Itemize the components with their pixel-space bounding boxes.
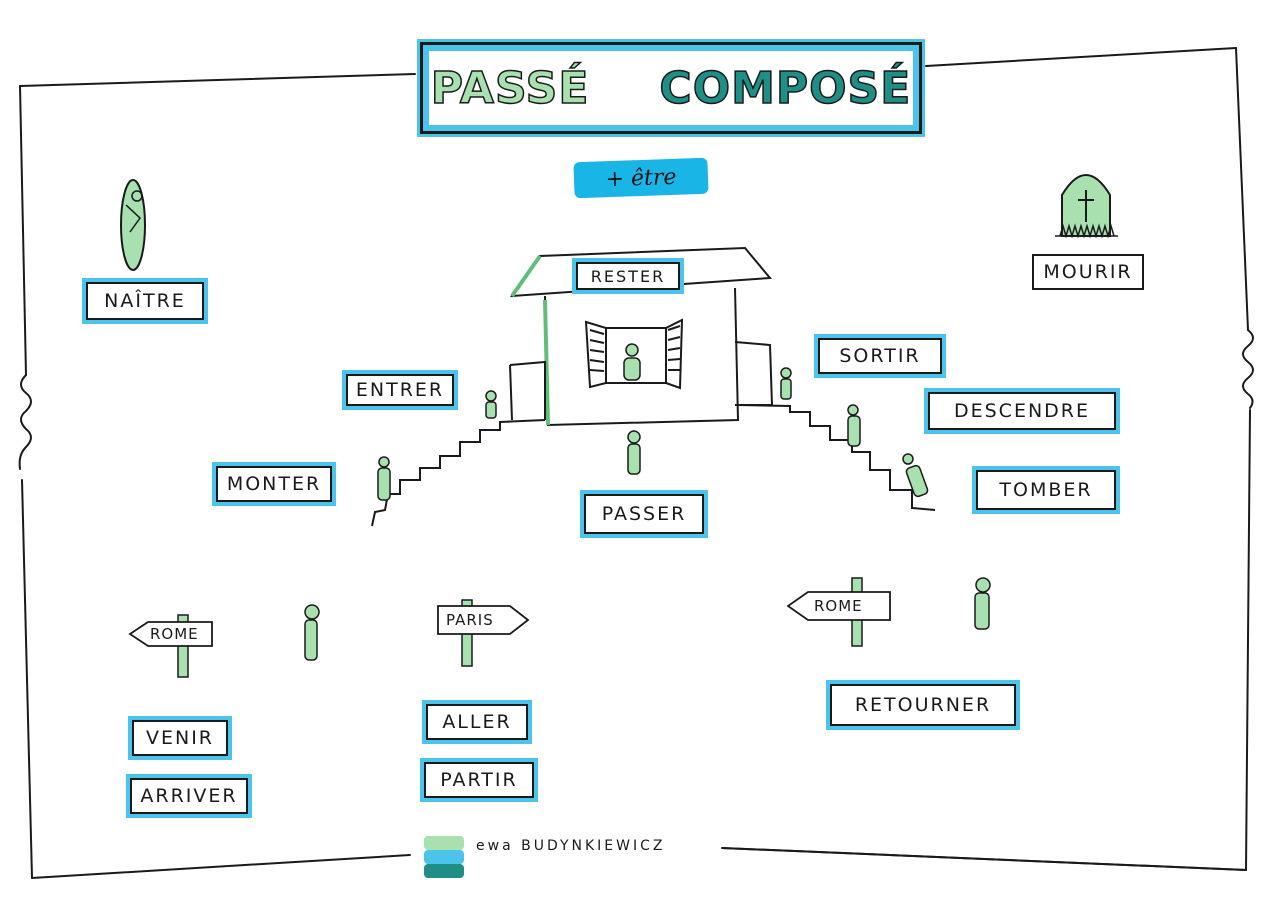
stick-figure-icon — [377, 456, 391, 501]
verb-aller: ALLER — [426, 704, 528, 740]
title-banner: PASSÉ COMPOSÉ — [420, 42, 922, 134]
title-word-compose: COMPOSÉ — [659, 62, 912, 115]
stick-figure-icon — [902, 453, 929, 498]
verb-descendre: DESCENDRE — [928, 392, 1116, 430]
stick-figure-icon — [485, 390, 497, 419]
stick-figure-icon — [623, 343, 641, 381]
verb-partir: PARTIR — [424, 762, 534, 798]
stick-figure-icon — [627, 430, 641, 475]
swatch-teal — [424, 864, 464, 878]
figures-on-stairs — [377, 367, 929, 501]
sign-paris: PARIS — [446, 611, 494, 629]
verb-monter: MONTER — [216, 466, 332, 502]
stick-figure-icon — [974, 577, 991, 630]
verb-passer: PASSER — [584, 494, 704, 534]
signature-line — [721, 847, 1247, 871]
signpost-icon — [786, 577, 891, 647]
verb-mourir: MOURIR — [1032, 254, 1144, 290]
subtitle-etre: + être — [573, 157, 709, 199]
stick-figure-icon — [780, 367, 792, 400]
verb-naitre: NAÎTRE — [86, 282, 204, 320]
author-signature: ewa BUDYNKIEWICZ — [476, 838, 666, 854]
swatch-light-green — [424, 836, 464, 850]
verb-arriver: ARRIVER — [130, 778, 248, 814]
verb-entrer: ENTRER — [346, 374, 454, 406]
walking-figures — [304, 577, 991, 661]
verb-sortir: SORTIR — [818, 338, 942, 374]
verb-retourner: RETOURNER — [830, 684, 1016, 726]
title-word-passe: PASSÉ — [430, 62, 590, 115]
tombstone-icon — [1055, 174, 1118, 239]
signpost-icon — [128, 614, 213, 678]
sign-rome-left: ROME — [150, 625, 199, 643]
sign-rome-right: ROME — [814, 597, 863, 615]
verb-venir: VENIR — [132, 720, 228, 756]
stick-figure-icon — [304, 604, 320, 661]
signpost-icon — [437, 599, 530, 667]
stick-figure-icon — [847, 404, 861, 447]
baby-icon — [120, 179, 146, 271]
verb-rester: RESTER — [576, 262, 680, 290]
verb-tomber: TOMBER — [976, 470, 1116, 510]
swatch-blue — [424, 850, 464, 864]
